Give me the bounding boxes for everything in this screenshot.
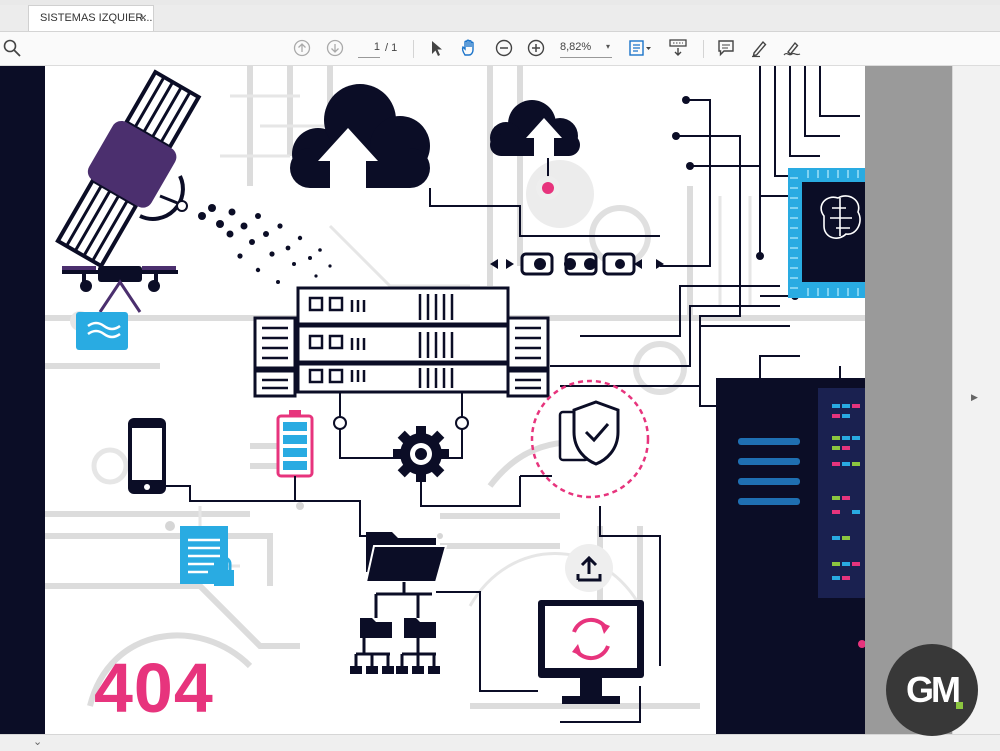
toolbar-divider: [703, 40, 704, 58]
pdf-page: 404: [0, 66, 865, 734]
pdf-toolbar: 1 / 1 8,82% ▾: [0, 32, 1000, 66]
document-viewer[interactable]: 404: [0, 66, 952, 734]
zoom-level-select[interactable]: 8,82% ▾: [560, 41, 612, 58]
close-tab-icon[interactable]: ×: [139, 10, 147, 25]
fit-page-icon[interactable]: [627, 38, 653, 58]
page-up-icon[interactable]: [292, 38, 312, 58]
hand-tool-icon[interactable]: [459, 38, 479, 58]
toolbar-divider: [413, 40, 414, 58]
scroll-mode-icon[interactable]: [667, 38, 689, 58]
gm-logo: GM: [886, 644, 978, 736]
status-bar: ⌄: [0, 734, 1000, 751]
document-tab-title: SISTEMAS IZQUIER...: [40, 12, 153, 24]
sign-icon[interactable]: [782, 38, 802, 58]
zoom-out-icon[interactable]: [494, 38, 514, 58]
zoom-in-icon[interactable]: [526, 38, 546, 58]
select-cursor-icon[interactable]: [427, 38, 445, 58]
highlight-pen-icon[interactable]: [749, 38, 769, 58]
chevron-down-icon: ▾: [605, 42, 610, 51]
tab-bar: SISTEMAS IZQUIER... ×: [0, 5, 1000, 32]
chevron-down-icon[interactable]: ⌄: [33, 736, 43, 748]
zoom-level-value: 8,82%: [560, 41, 592, 53]
comment-icon[interactable]: [716, 38, 736, 58]
error-404-text: 404: [94, 649, 214, 727]
page-down-icon[interactable]: [325, 38, 345, 58]
window-top-strip: [0, 0, 1000, 5]
document-tab[interactable]: SISTEMAS IZQUIER... ×: [28, 5, 154, 31]
infographic-illustration: [0, 66, 865, 734]
expand-panel-icon[interactable]: ▶: [971, 392, 978, 402]
right-side-panel: ▶: [952, 66, 1000, 734]
page-number-input[interactable]: 1: [358, 41, 380, 58]
gm-logo-text: GM: [906, 669, 961, 710]
page-total-label: / 1: [385, 42, 398, 54]
logo-accent-dot: [956, 702, 963, 709]
search-icon[interactable]: [2, 38, 22, 58]
